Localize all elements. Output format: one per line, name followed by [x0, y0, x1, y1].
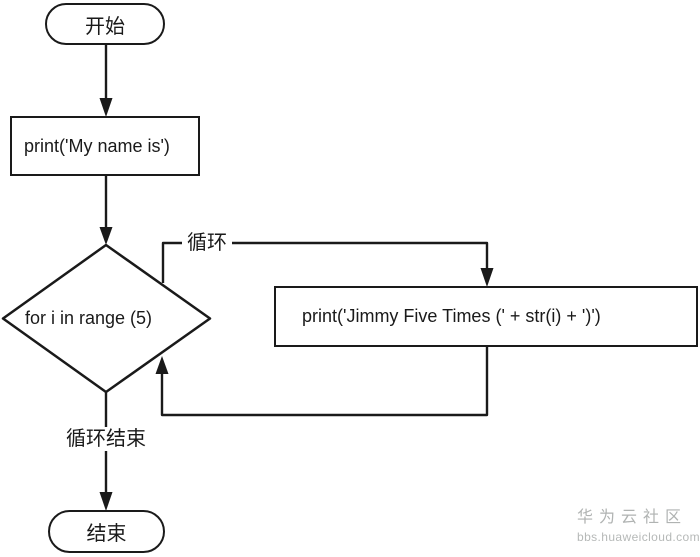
start-node-label: 开始	[85, 15, 125, 38]
decision-node-label: for i in range (5)	[25, 308, 153, 328]
arrowhead-loopback-into-decision	[155, 356, 169, 374]
loop-edge-label: 循环	[182, 231, 232, 255]
arrowhead-into-print-jimmy	[480, 268, 494, 287]
edge-print-jimmy-back-to-decision	[160, 347, 489, 417]
edge-decision-to-print-jimmy	[161, 241, 489, 283]
process-node-print-name-label: print('My name is')	[24, 135, 170, 156]
watermark: 华为云社区 bbs.huaweicloud.com	[577, 508, 700, 544]
loop-end-edge-label: 循环结束	[61, 427, 151, 451]
end-node: 结束	[48, 510, 165, 553]
watermark-url: bbs.huaweicloud.com	[577, 530, 700, 544]
arrowhead-into-end	[99, 492, 113, 511]
process-node-print-jimmy-label: print('Jimmy Five Times (' + str(i) + ')…	[302, 306, 601, 326]
start-node: 开始	[45, 3, 165, 45]
end-node-label: 结束	[86, 523, 127, 545]
arrowhead-into-decision	[99, 227, 113, 245]
process-node-print-jimmy: print('Jimmy Five Times (' + str(i) + ')…	[274, 286, 698, 347]
watermark-title: 华为云社区	[577, 509, 688, 526]
arrowhead-into-print-name	[99, 98, 113, 117]
process-node-print-name: print('My name is')	[10, 116, 200, 176]
